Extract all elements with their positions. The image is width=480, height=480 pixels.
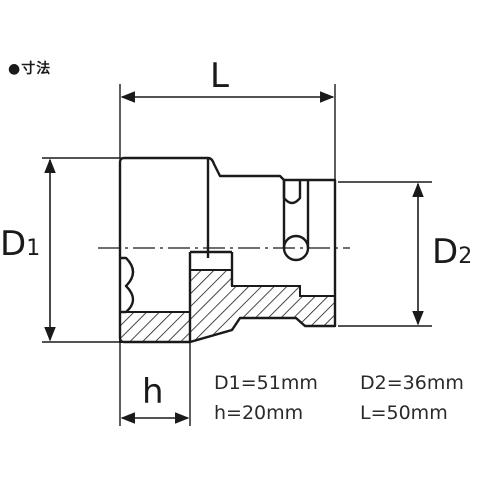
spec-D1: D1=51mm	[214, 372, 318, 394]
label-L: L	[210, 56, 229, 96]
label-D1: D1	[0, 224, 41, 264]
spec-D2: D2=36mm	[360, 372, 464, 394]
dimension-arrows	[44, 91, 424, 424]
extension-lines	[42, 84, 432, 426]
label-D2: D2	[432, 232, 473, 272]
section-title: ●寸法	[8, 61, 52, 77]
spec-L: L=50mm	[360, 402, 448, 424]
label-h: h	[142, 372, 164, 412]
spec-h: h=20mm	[214, 402, 304, 424]
socket-outline	[118, 156, 337, 344]
hatched-section	[119, 269, 336, 344]
